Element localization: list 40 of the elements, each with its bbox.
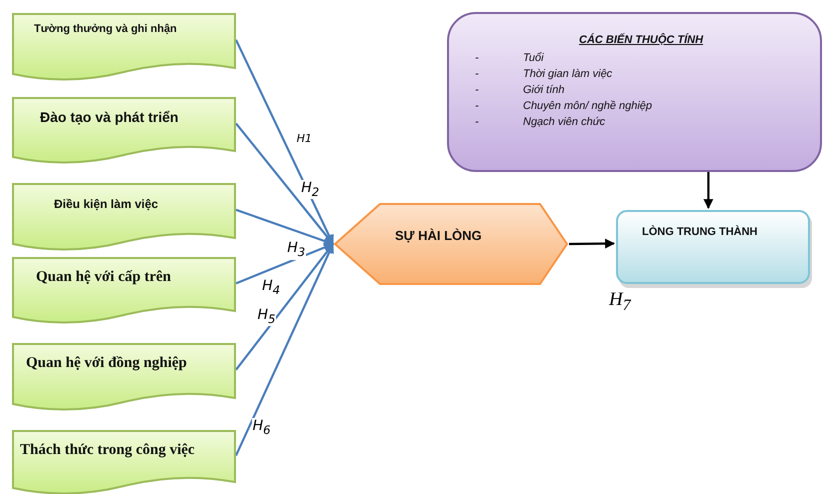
factor-label: Đào tạo và phát triển [40, 109, 178, 125]
arrow [236, 208, 334, 246]
factor-label: Quan hệ với cấp trên [36, 269, 171, 286]
arrow [235, 243, 334, 370]
list-dash: - [475, 84, 479, 96]
edge-label: H1 [296, 132, 313, 145]
outcome-box [616, 210, 812, 287]
list-item: Chuyên môn/ nghề nghiệp [523, 100, 652, 112]
factor-box [12, 97, 236, 163]
attribute-box [447, 12, 822, 172]
factor-label: Điều kiện làm việc [54, 197, 158, 211]
list-dash: - [475, 52, 479, 64]
factor-label: Tường thưởng và ghi nhận [34, 23, 177, 35]
node-label: SỰ HÀI LÒNG [395, 228, 482, 243]
list-item: Thời gian làm việc [523, 68, 612, 80]
hexagon-node [335, 203, 568, 285]
arrow [235, 243, 334, 456]
factor-box [12, 257, 236, 323]
list-item: Giới tính [523, 84, 564, 96]
factor-box [12, 183, 236, 250]
edge-label: H$_{2}$ [300, 180, 320, 200]
arrow [703, 172, 714, 209]
list-dash: - [475, 116, 479, 128]
list-item: Tuổi [523, 52, 544, 64]
list-dash: - [475, 68, 479, 80]
factor-label: Quan hệ với đồng nghiệp [26, 355, 187, 372]
factor-box [12, 13, 236, 80]
arrow [568, 238, 615, 249]
factor-box [12, 430, 236, 494]
factor-label: Thách thức trong công việc [20, 442, 195, 459]
arrow [236, 242, 334, 284]
list-item: Ngạch viên chức [523, 116, 606, 128]
node-label: LÒNG TRUNG THÀNH [642, 226, 758, 238]
factor-box [12, 343, 236, 410]
edge-label: H$_{3}$ [286, 240, 306, 260]
edge-label: H$_{5}$ [256, 306, 276, 326]
arrow [235, 39, 334, 245]
list-dash: - [475, 100, 479, 112]
arrow [235, 122, 334, 245]
heading: CÁC BIẾN THUỘC TÍNH [579, 34, 704, 46]
